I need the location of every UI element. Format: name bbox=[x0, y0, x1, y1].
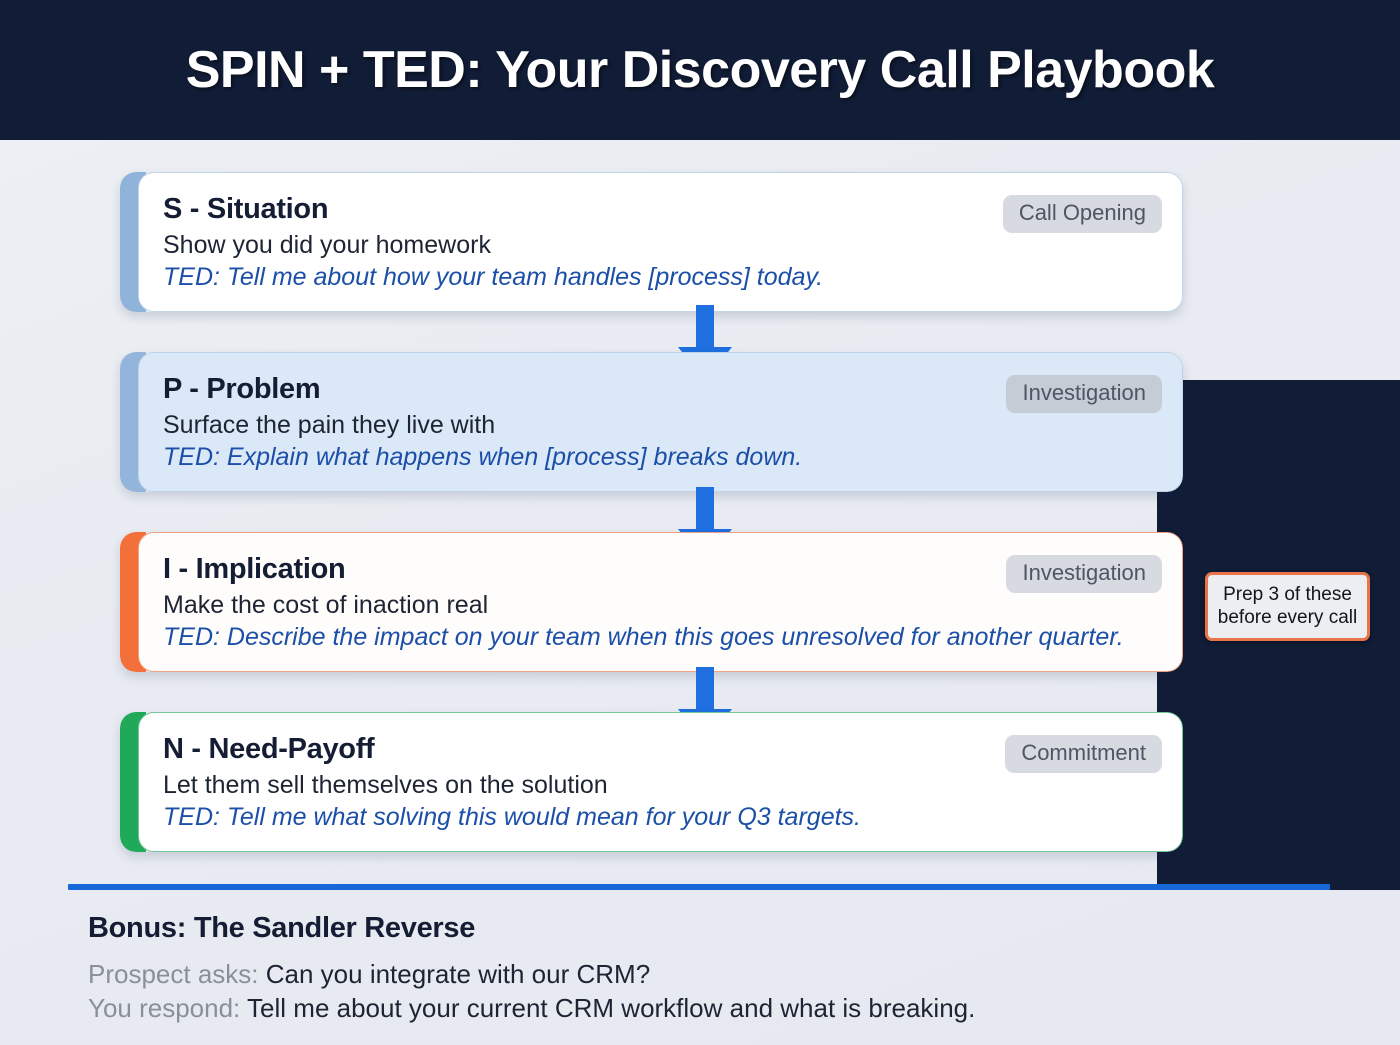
spin-card-problem[interactable]: P - Problem Surface the pain they live w… bbox=[120, 352, 1183, 492]
spin-card-need-payoff[interactable]: N - Need-Payoff Let them sell themselves… bbox=[120, 712, 1183, 852]
card-ted-prompt: TED: Tell me about how your team handles… bbox=[163, 263, 824, 291]
spin-card-implication[interactable]: I - Implication Make the cost of inactio… bbox=[120, 532, 1183, 672]
callout-line-1: Prep 3 of these bbox=[1223, 584, 1352, 605]
card-ted-prompt: TED: Tell me what solving this would mea… bbox=[163, 803, 861, 831]
bonus-row-label: You respond: bbox=[88, 993, 241, 1024]
card-subtitle: Make the cost of inaction real bbox=[163, 591, 489, 619]
status-badge: Commitment bbox=[1005, 735, 1162, 773]
card-title: P - Problem bbox=[163, 373, 321, 405]
card-title: N - Need-Payoff bbox=[163, 733, 375, 765]
bonus-row-text: Tell me about your current CRM workflow … bbox=[247, 993, 976, 1024]
card-title: S - Situation bbox=[163, 193, 329, 225]
callout-note: Prep 3 of these before every call bbox=[1205, 572, 1370, 642]
card-ted-prompt: TED: Describe the impact on your team wh… bbox=[163, 623, 1124, 651]
card-body: N - Need-Payoff Let them sell themselves… bbox=[138, 712, 1183, 852]
bonus-row: Prospect asks: Can you integrate with ou… bbox=[88, 957, 1288, 991]
status-badge: Call Opening bbox=[1002, 195, 1162, 233]
page-title: SPIN + TED: Your Discovery Call Playbook bbox=[185, 41, 1215, 99]
spin-card-situation[interactable]: S - Situation Show you did your homework… bbox=[120, 172, 1183, 312]
section-divider bbox=[68, 884, 1330, 890]
status-badge: Investigation bbox=[1006, 375, 1162, 413]
bonus-row-text: Can you integrate with our CRM? bbox=[265, 959, 651, 989]
callout-line-2: before every call bbox=[1217, 607, 1358, 629]
bonus-section: Bonus: The Sandler Reverse Prospect asks… bbox=[88, 912, 1288, 1026]
bonus-row: You respond: Tell me about your current … bbox=[88, 991, 1288, 1025]
bonus-row-label: Prospect asks: bbox=[88, 959, 259, 989]
card-body: P - Problem Surface the pain they live w… bbox=[138, 352, 1183, 492]
header-bar: SPIN + TED: Your Discovery Call Playbook bbox=[0, 0, 1400, 140]
card-title: I - Implication bbox=[163, 553, 346, 585]
card-subtitle: Show you did your homework bbox=[163, 231, 491, 259]
card-subtitle: Surface the pain they live with bbox=[163, 411, 496, 439]
bonus-title: Bonus: The Sandler Reverse bbox=[88, 912, 476, 944]
status-badge: Investigation bbox=[1006, 555, 1162, 593]
card-subtitle: Let them sell themselves on the solution bbox=[163, 771, 608, 799]
card-ted-prompt: TED: Explain what happens when [process]… bbox=[163, 443, 803, 471]
card-body: S - Situation Show you did your homework… bbox=[138, 172, 1183, 312]
card-body: I - Implication Make the cost of inactio… bbox=[138, 532, 1183, 672]
